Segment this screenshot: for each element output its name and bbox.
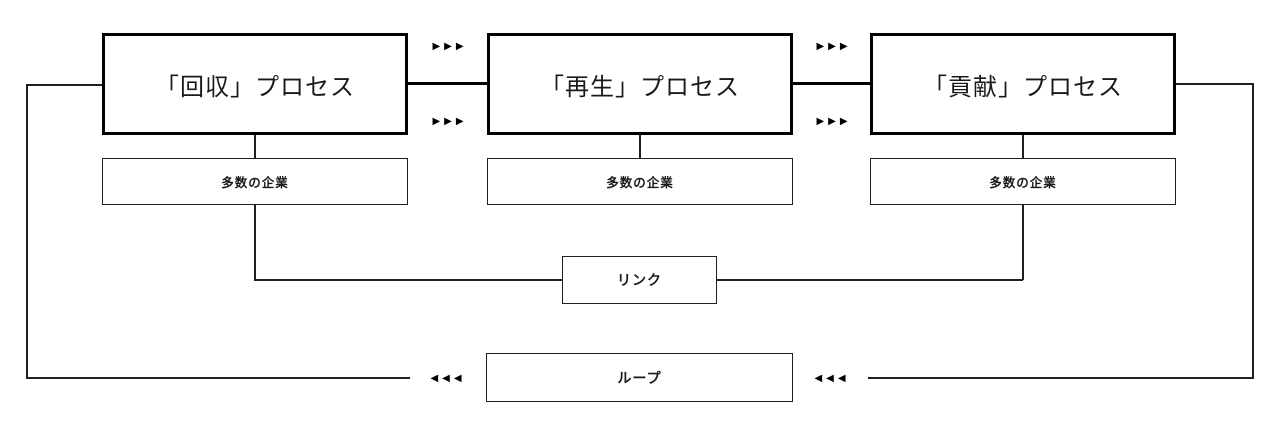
process-box-koken: 「貢献」プロセス [870, 33, 1176, 135]
process-box-saisei-label: 「再生」プロセス [540, 73, 740, 101]
link-box: リンク [562, 256, 717, 304]
loop-right-vertical-line [1252, 83, 1254, 379]
connector-link-to-right [717, 279, 1023, 281]
loop-left-top-line [27, 84, 102, 86]
process-box-saisei: 「再生」プロセス [487, 33, 793, 135]
companies-box-2-label: 多数の企業 [606, 176, 674, 190]
loop-box-label: ループ [617, 369, 662, 386]
companies-box-2: 多数の企業 [487, 158, 793, 205]
loop-right-bottom-line [868, 377, 1253, 379]
process-box-koken-label: 「貢献」プロセス [923, 73, 1123, 101]
loop-left-vertical-line [26, 84, 28, 379]
process-box-kaishu: 「回収」プロセス [102, 33, 408, 135]
companies-box-1: 多数の企業 [102, 158, 408, 205]
connector-left-to-link [254, 279, 562, 281]
flow-left-arrows-icon: ◀◀◀ [430, 372, 466, 384]
connector-kaishu-saisei [408, 82, 487, 85]
flow-right-arrows-icon: ▶▶▶ [432, 115, 468, 127]
companies-box-3-label: 多数の企業 [989, 176, 1057, 190]
companies-box-1-label: 多数の企業 [221, 176, 289, 190]
flow-left-arrows-icon: ◀◀◀ [814, 372, 850, 384]
connector-process3-companies3 [1022, 135, 1024, 158]
connector-process1-companies1 [254, 135, 256, 158]
connector-companies1-down [254, 205, 256, 280]
loop-right-top-line [1176, 83, 1253, 85]
connector-companies3-down [1022, 205, 1024, 280]
link-box-label: リンク [617, 272, 662, 288]
connector-process2-companies2 [639, 135, 641, 158]
loop-box: ループ [486, 353, 793, 402]
process-box-kaishu-label: 「回収」プロセス [155, 73, 355, 101]
flow-right-arrows-icon: ▶▶▶ [432, 40, 468, 52]
connector-saisei-koken [793, 82, 870, 85]
loop-left-bottom-line [27, 377, 410, 379]
companies-box-3: 多数の企業 [870, 158, 1176, 205]
flow-right-arrows-icon: ▶▶▶ [816, 40, 852, 52]
flow-right-arrows-icon: ▶▶▶ [816, 115, 852, 127]
